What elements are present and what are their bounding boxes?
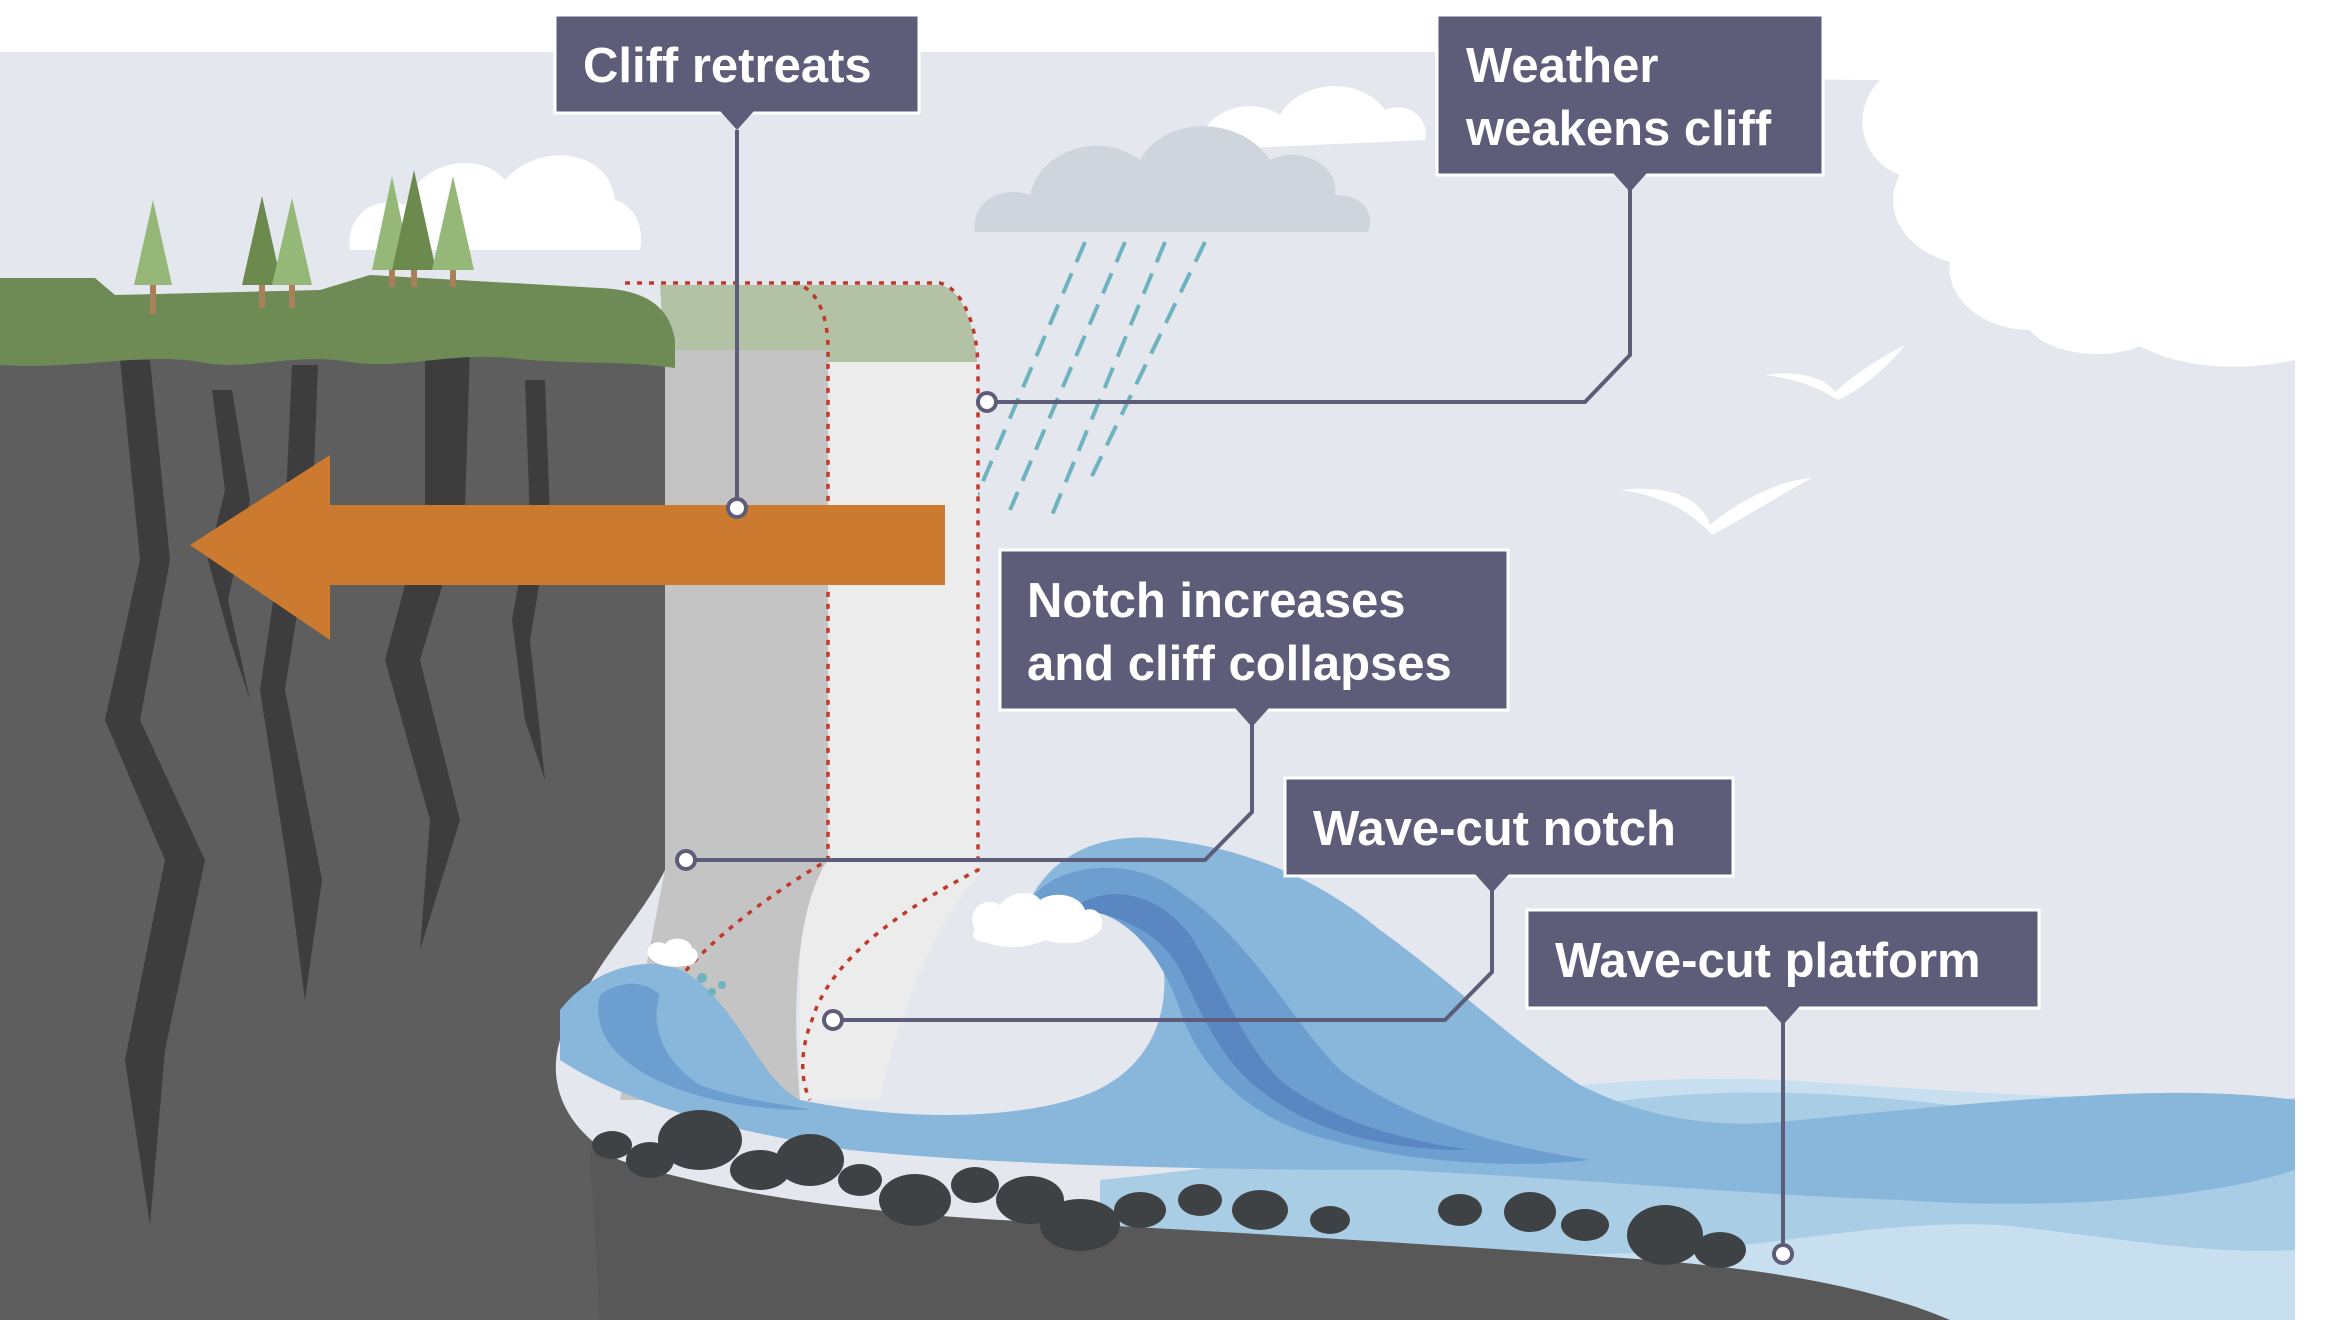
boulders: [592, 1110, 1746, 1268]
retreat-arrow: [190, 455, 945, 640]
sea-foam: [647, 893, 1103, 967]
rain-cloud: [974, 86, 1426, 232]
leader-wave-cut-notch: [833, 872, 1494, 1022]
spray: [697, 973, 726, 996]
label-weather-text-line-2: weakens cliff: [1465, 102, 1772, 156]
seagulls: [1620, 345, 1905, 535]
label-wave-cut-platform: Wave-cut platform: [1525, 908, 2041, 1025]
dot-weather-weakens: [976, 391, 998, 413]
label-weather-text-line-1: Weather: [1466, 39, 1658, 93]
tree: [242, 196, 282, 308]
wave-cut-platform: [590, 1150, 1950, 1320]
seagull-1: [1765, 345, 1905, 400]
collapse-lines: [625, 281, 980, 1101]
label-notch-text-line-1: Notch increases: [1027, 574, 1406, 628]
leader-dots: [675, 391, 1794, 1265]
label-wave-cut-platform-text: Wave-cut platform: [1555, 934, 1981, 988]
label-cliff-retreats-text: Cliff retreats: [583, 39, 872, 93]
label-notch-text-line-2: and cliff collapses: [1027, 637, 1452, 691]
dot-wave-cut-platform: [1772, 1243, 1794, 1265]
cloud-right: [1450, 52, 2295, 367]
dot-notch-increases: [675, 849, 697, 871]
leader-notch-increases: [686, 708, 1254, 862]
dot-cliff-retreats: [726, 497, 748, 519]
rain: [973, 241, 1207, 521]
tree: [432, 176, 474, 287]
wave-left: [598, 983, 810, 1110]
leader-lines: [686, 130, 1785, 1254]
label-notch-increases: Notch increases and cliff collapses: [998, 548, 1510, 727]
label-cliff-retreats: Cliff retreats: [553, 13, 921, 130]
trees: [134, 170, 474, 314]
cliff-top-grass: [0, 275, 675, 368]
tree: [134, 200, 172, 314]
label-wave-cut-notch: Wave-cut notch: [1283, 776, 1735, 893]
tree: [392, 170, 436, 287]
label-weather-weakens: Weather weakens cliff: [1435, 13, 1825, 192]
tree: [272, 198, 312, 308]
seagull-2: [1620, 478, 1812, 535]
dot-wave-cut-notch: [822, 1009, 844, 1031]
leader-weather-weakens: [987, 172, 1632, 404]
label-wave-cut-notch-text: Wave-cut notch: [1313, 802, 1676, 856]
